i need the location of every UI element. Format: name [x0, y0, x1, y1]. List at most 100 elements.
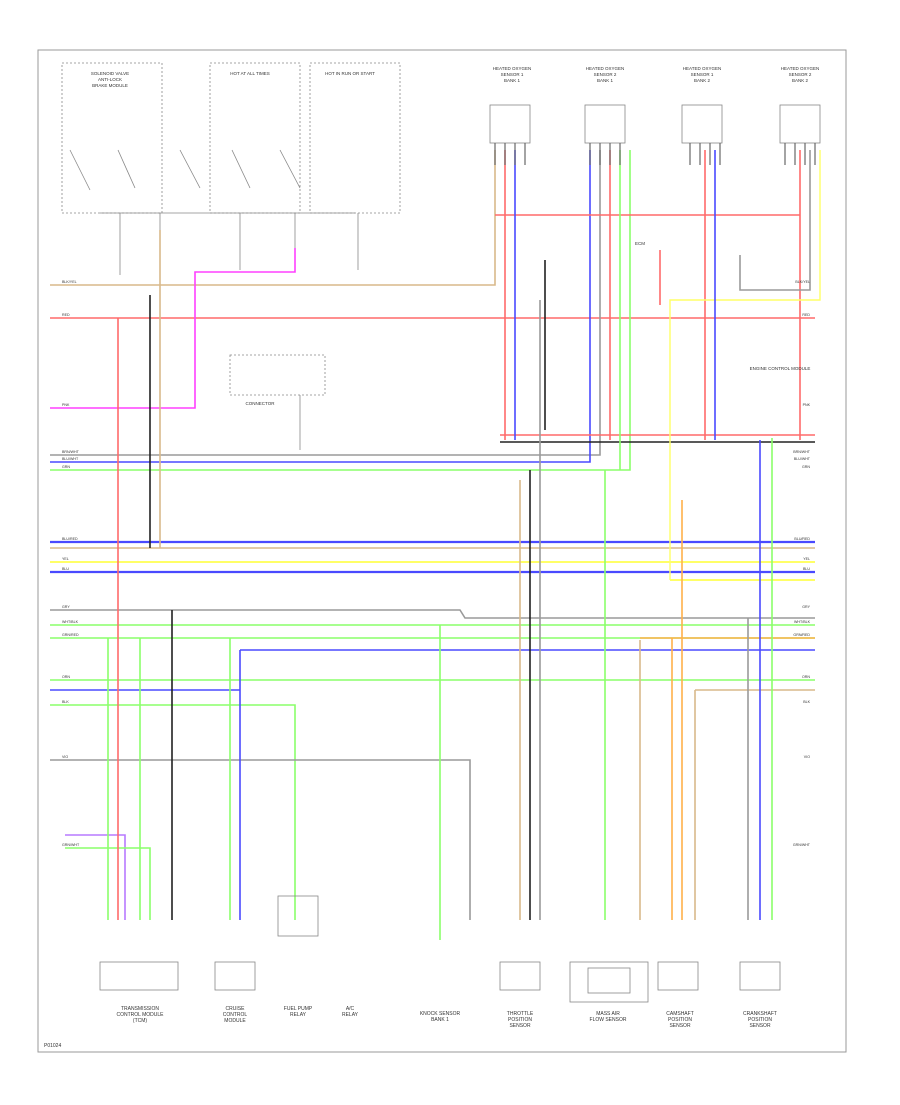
wire-tag-right-12: ORN	[802, 675, 810, 679]
top-component-label-f: HEATED OXYGEN	[683, 66, 721, 71]
wire-tag-right-3: BRN/WHT	[793, 450, 811, 454]
wire-tag-right-2: PNK	[803, 403, 811, 407]
wire-tag-right-14: VIO	[804, 755, 810, 759]
bottom-component-label-b1: TRANSMISSION	[121, 1006, 159, 1012]
wire-tag-left-1: RED	[62, 313, 70, 317]
wire-tag-right-13: BLK	[803, 700, 810, 704]
wire-tag-right-0: BLK/YEL	[795, 280, 810, 284]
wire-tag-left-10: WHT/BLK	[62, 620, 79, 624]
wire-pink-bus	[50, 248, 296, 409]
oxygen-sensor-group	[489, 104, 821, 144]
wire-gray-bus-3	[50, 759, 471, 920]
diagram-frame	[37, 49, 847, 1053]
cmp-connector	[739, 961, 781, 991]
bottom-component-label-b3: FUEL PUMP	[284, 1006, 313, 1012]
top-component-label-b: HOT AT ALL TIMES	[230, 71, 270, 76]
bottom-component-label-b5: BANK 1	[431, 1017, 449, 1023]
top-component-label-a: SOLENOID VALVE	[91, 71, 129, 76]
top-component-label-e: HEATED OXYGEN	[586, 66, 624, 71]
wire-tag-left-9: GRY	[62, 605, 70, 609]
wire-tag-right-10: WHT/BLK	[794, 620, 811, 624]
bottom-component-label-b7: MASS AIR	[596, 1011, 620, 1017]
wire-gray-v3	[739, 150, 811, 291]
bottom-component-label-b6: POSITION	[508, 1017, 532, 1023]
bottom-component-label-b6: SENSOR	[509, 1023, 531, 1029]
footer-code: P01024	[44, 1043, 61, 1049]
side-label-s2: CONNECTOR	[246, 401, 276, 406]
wire-violet-bus	[65, 834, 126, 920]
wire-blue-bus-1	[50, 150, 591, 463]
wire-tag-left-8: BLU	[62, 567, 69, 571]
maf-connector	[657, 961, 699, 991]
bottom-component-label-b9: CRANKSHAFT	[743, 1011, 777, 1017]
o2-sensor-box-1	[489, 104, 531, 144]
top-component-label-d: BANK 1	[504, 78, 521, 83]
wire-gray-bus-2	[50, 609, 815, 619]
wire-tag-left-4: BLU/WHT	[62, 457, 79, 461]
wire-yellow-v1	[669, 150, 821, 580]
top-component-label-e: SENSOR 2	[594, 72, 617, 77]
wire-tag-left-7: YEL	[62, 557, 69, 561]
o2-sensor-box-2	[584, 104, 626, 144]
wire-layer	[50, 143, 821, 940]
bottom-component-label-b1: (TCM)	[133, 1018, 147, 1024]
top-component-label-e: BANK 1	[597, 78, 614, 83]
wire-tag-left-12: ORN	[62, 675, 70, 679]
tps-connector	[569, 961, 649, 1003]
top-component-label-d: HEATED OXYGEN	[493, 66, 531, 71]
wire-tag-right-5: GRN	[802, 465, 810, 469]
knock-sensor-connector	[499, 961, 541, 991]
wire-tan-bus-1	[50, 150, 496, 286]
bottom-component-label-b1: CONTROL MODULE	[116, 1012, 164, 1018]
bottom-component-label-b3: RELAY	[290, 1012, 307, 1018]
wire-gray-bus-1	[50, 150, 601, 456]
tps-inner	[587, 967, 631, 994]
mid-relay	[229, 354, 326, 450]
bottom-connectors	[99, 895, 781, 1003]
wire-tag-right-7: YEL	[803, 557, 810, 561]
wire-green-bus-5	[50, 704, 296, 920]
o2-sensor-box-3	[681, 104, 723, 144]
wire-tag-right-6: BLU/RED	[794, 537, 810, 541]
bottom-component-label-b9: SENSOR	[749, 1023, 771, 1029]
wire-tag-left-11: GRN/RED	[62, 633, 79, 637]
bottom-component-label-b6: THROTTLE	[507, 1011, 534, 1017]
wire-tag-left-2: PNK	[62, 403, 70, 407]
wire-tag-right-1: RED	[802, 313, 810, 317]
wire-tag-left-15: GRN/WHT	[62, 843, 80, 847]
wire-green-bus-6	[65, 847, 151, 920]
top-left-switch-group	[61, 62, 401, 280]
bottom-component-label-b7: FLOW SENSOR	[590, 1017, 627, 1023]
wire-tag-left-0: BLK/YEL	[62, 280, 77, 284]
relay-box-3	[309, 62, 401, 214]
wire-tag-left-6: BLU/RED	[62, 537, 78, 541]
wire-tag-right-8: BLU	[803, 567, 810, 571]
bottom-component-label-b8: CAMSHAFT	[666, 1011, 694, 1017]
top-component-label-g: BANK 2	[792, 78, 809, 83]
bottom-component-label-b2: MODULE	[224, 1018, 246, 1024]
wire-green-bus-1	[50, 150, 631, 471]
bottom-component-label-b9: POSITION	[748, 1017, 772, 1023]
top-component-label-a: ANTI-LOCK	[98, 77, 122, 82]
bottom-component-label-b2: CONTROL	[223, 1012, 248, 1018]
fuel-pump-relay-box	[277, 895, 319, 937]
tcm-connector	[99, 961, 179, 991]
bottom-component-label-b5: KNOCK SENSOR	[420, 1011, 461, 1017]
top-component-label-d: SENSOR 1	[501, 72, 524, 77]
bottom-component-label-b2: CRUISE	[226, 1006, 246, 1012]
top-component-label-c: HOT IN RUN OR START	[325, 71, 375, 76]
wire-tag-left-5: GRN	[62, 465, 70, 469]
bottom-component-label-b8: SENSOR	[669, 1023, 691, 1029]
wire-tag-left-13: BLK	[62, 700, 69, 704]
cruise-connector	[214, 961, 256, 991]
top-component-label-a: BRAKE MODULE	[92, 83, 128, 88]
bottom-component-label-b4: RELAY	[342, 1012, 359, 1018]
bottom-component-label-b4: A/C	[346, 1006, 355, 1012]
wire-tag-right-15: GRN/WHT	[793, 843, 811, 847]
